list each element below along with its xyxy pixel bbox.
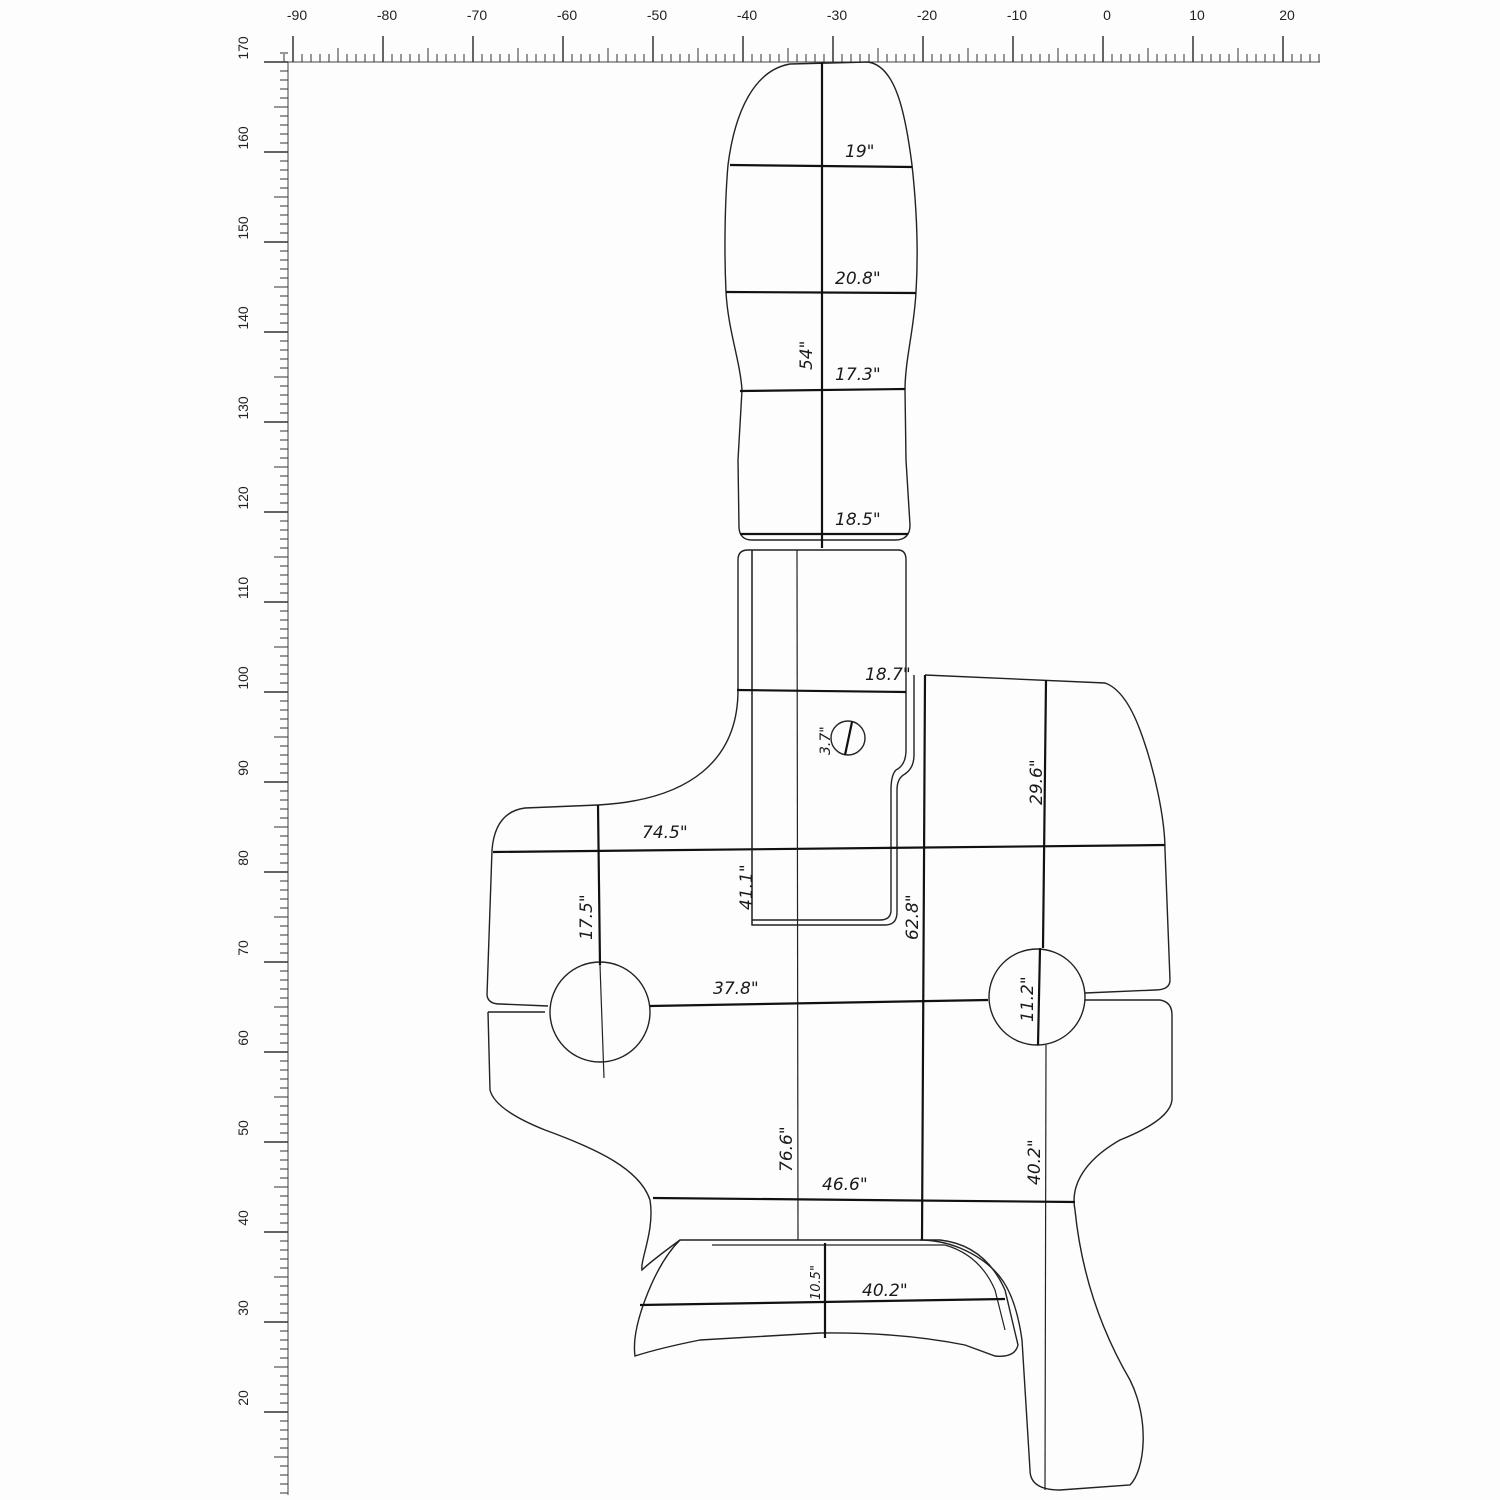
left-ruler-label: 80 [235,850,251,866]
label-total-w: 74.5" [642,823,688,843]
dim-line-62-8 [920,674,927,1241]
label-left-h: 17.5" [577,894,597,940]
top-ruler: -90 -80 -70 -60 -50 -40 -30 -20 -10 0 10 20 [283,7,1320,63]
label-bottom-h: 10.5" [809,1265,824,1300]
dim-line-17-5 [596,804,602,966]
label-right-low: 40.2" [1025,1139,1045,1185]
dim-line-37-8 [649,998,989,1008]
left-ruler-label: 160 [235,126,251,150]
neck-line-1 [729,163,913,169]
label-hole-d: 3.7" [818,726,834,755]
top-ruler-label: -20 [917,7,937,23]
dim-line-29-6 [1041,679,1048,949]
neck-piece-outline [724,61,918,541]
dim-line-40-2-right [1044,1044,1047,1491]
dim-line-17-5-ext [599,964,605,1079]
top-ruler-label: -50 [647,7,667,23]
label-center-len: 76.6" [777,1126,797,1172]
top-ruler-label: -70 [467,7,487,23]
left-ruler-label: 150 [235,216,251,240]
left-ruler-label: 40 [235,1210,251,1226]
dim-line-11-2 [1036,947,1042,1046]
label-neck-w3: 17.3" [835,365,881,385]
top-ruler-label: -10 [1007,7,1027,23]
top-ruler-label: 20 [1279,7,1295,23]
left-ruler-label: 110 [235,577,251,600]
label-lower-w: 46.6" [822,1175,868,1195]
top-ruler-label: -40 [737,7,757,23]
left-ruler-label: 70 [235,940,251,956]
label-neck-w1: 19" [845,142,874,162]
dim-line-74-5 [492,843,1166,854]
label-neck-w4: 18.5" [835,510,881,530]
top-ruler-label: 10 [1189,7,1205,23]
upper-piece-outline [737,549,907,921]
label-slot-len: 41.1" [737,864,757,910]
right-hole [988,948,1086,1046]
top-ruler-label: -30 [827,7,847,23]
left-ruler-label: 130 [235,396,251,420]
dim-line-76-6 [796,549,799,1241]
top-ruler-label: -90 [287,7,307,23]
label-right-top: 29.6" [1027,759,1047,805]
small-hole-line [843,721,854,756]
bottom-piece-outline [633,1239,1019,1357]
left-ruler-label: 140 [235,306,251,330]
label-neck-len: 54" [797,341,817,370]
label-neck-w2: 20.8" [835,269,881,289]
left-ruler-label: 100 [235,666,251,690]
main-body-outline [486,674,1173,1491]
bottom-piece-inner [712,1244,1006,1331]
left-ruler-label: 90 [235,760,251,776]
top-ruler-label: -80 [377,7,397,23]
top-ruler-label: 0 [1103,7,1111,23]
left-ruler-label: 60 [235,1030,251,1046]
left-ruler-label: 20 [235,1390,251,1406]
label-right-hole: 11.2" [1018,976,1038,1022]
label-inner-len: 62.8" [903,894,923,940]
slot-cutout [751,550,915,926]
small-hole [830,720,866,756]
left-ruler: 170 160 150 140 130 120 110 100 90 80 70 60 50 40 30 20 [235,36,289,1495]
left-ruler-label: 170 [235,36,251,60]
dim-line-46-6 [652,1196,1076,1204]
dim-line-18-7 [736,688,907,694]
left-ruler-label: 50 [235,1120,251,1136]
label-bottom-w: 40.2" [862,1281,908,1301]
left-ruler-label: 30 [235,1300,251,1316]
neck-line-2 [725,290,917,295]
dim-line-40-2-bottom [639,1297,1006,1307]
neck-line-3 [739,387,906,393]
left-ruler-label: 120 [235,486,251,510]
top-ruler-label: -60 [557,7,577,23]
label-span: 37.8" [713,979,759,999]
label-upper-w: 18.7" [865,665,911,685]
